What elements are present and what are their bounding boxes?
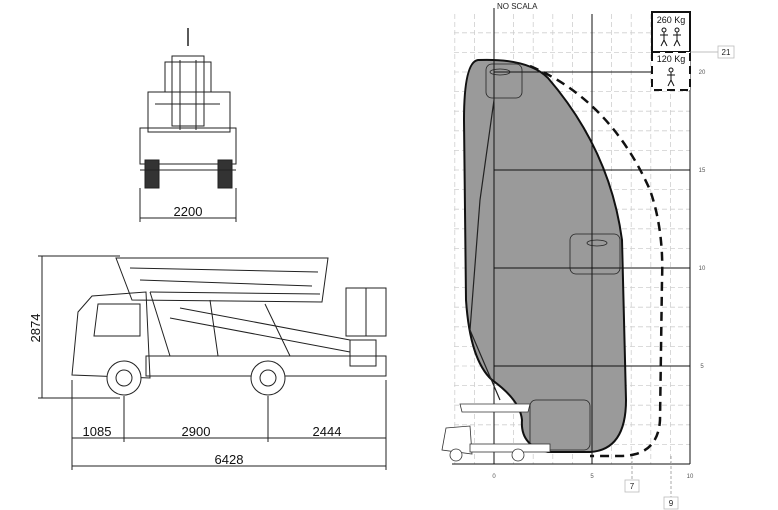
person-icon xyxy=(667,67,675,87)
y-tick-10: 10 xyxy=(699,266,706,272)
two-persons-icon xyxy=(660,27,681,47)
load-260-label: 260 Kg xyxy=(657,15,686,25)
x-tick-10: 10 xyxy=(687,474,694,480)
max-envelope-dashed xyxy=(529,64,664,458)
x-tick-0: 0 xyxy=(492,474,496,480)
side-height-dimension xyxy=(38,255,120,399)
y-tick-5: 5 xyxy=(700,364,704,370)
front-width-dimension xyxy=(139,188,237,222)
y-tick-15: 15 xyxy=(699,168,706,174)
reach-tag-9: 9 xyxy=(669,499,674,508)
side-height-label: 2874 xyxy=(28,314,43,343)
reach-tag-9-box xyxy=(663,496,679,510)
dim-total-length: 6428 xyxy=(215,452,244,467)
load-box-260 xyxy=(651,11,691,53)
mini-truck xyxy=(441,403,551,462)
side-length-dimensions xyxy=(71,380,387,470)
y-tick-20: 20 xyxy=(699,70,706,76)
height-tag: 21 xyxy=(722,48,731,57)
load-box-120 xyxy=(651,51,691,91)
reach-tag-7: 7 xyxy=(630,482,635,491)
side-view-truck xyxy=(71,257,387,396)
dim-front-overhang: 1085 xyxy=(83,424,112,439)
height-tag-box xyxy=(717,45,735,59)
load-120-label: 120 Kg xyxy=(657,54,686,64)
platform-baskets xyxy=(469,63,621,451)
dim-rear-overhang: 2444 xyxy=(313,424,342,439)
front-width-label: 2200 xyxy=(174,204,203,219)
dim-wheelbase: 2900 xyxy=(182,424,211,439)
reach-tag-7-box xyxy=(624,479,640,493)
scale-note: NO SCALA xyxy=(497,2,538,11)
front-view-truck xyxy=(139,28,237,189)
working-envelope xyxy=(462,58,628,453)
x-tick-5: 5 xyxy=(590,474,594,480)
envelope-axes xyxy=(452,8,691,465)
